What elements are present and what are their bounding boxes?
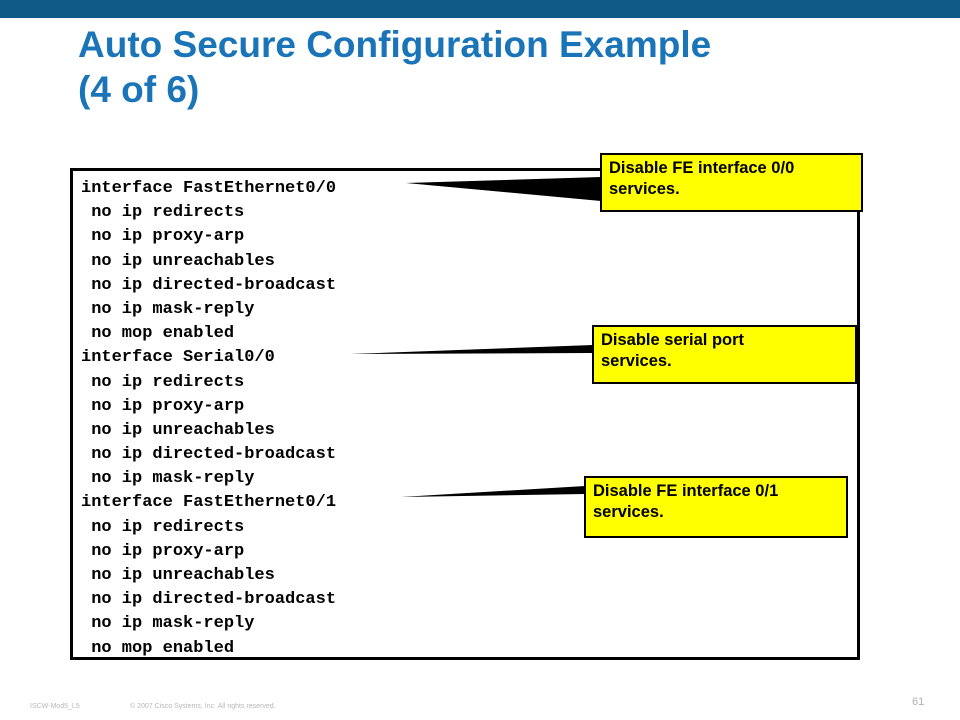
- callout-text-line: Disable serial port: [601, 331, 745, 349]
- code-line: no ip mask-reply: [81, 299, 255, 319]
- code-line: no mop enabled: [81, 638, 235, 658]
- code-line: no mop enabled: [81, 324, 235, 344]
- callout-text-line: services.: [593, 503, 664, 521]
- footer-course-id: ISCW-Mod5_L5: [30, 703, 80, 710]
- callout-text-line: services.: [609, 180, 680, 198]
- code-line: no ip directed-broadcast: [81, 590, 337, 610]
- code-line: interface FastEthernet0/1: [81, 493, 337, 513]
- code-line: no ip proxy-arp: [81, 541, 245, 561]
- slide-title: Auto Secure Configuration Example (4 of …: [78, 22, 898, 112]
- callout-text-line: Disable FE interface 0/0: [609, 159, 795, 177]
- code-line: no ip directed-broadcast: [81, 275, 337, 295]
- code-line: no ip unreachables: [81, 566, 275, 585]
- code-line: no ip redirects: [81, 517, 245, 537]
- code-line: no ip mask-reply: [81, 614, 255, 634]
- code-line: no ip redirects: [81, 203, 245, 223]
- callout-text-line: Disable FE interface 0/1: [593, 482, 779, 500]
- callout-fe-0-0: Disable FE interface 0/0 services.: [600, 153, 863, 212]
- code-line: no ip unreachables: [81, 420, 275, 440]
- callout-text-line: services.: [601, 352, 672, 370]
- code-line: no ip proxy-arp: [81, 227, 245, 247]
- code-line: no ip redirects: [81, 372, 245, 392]
- code-line: no ip unreachables: [81, 251, 275, 271]
- callout-fe-0-1: Disable FE interface 0/1 services.: [584, 476, 848, 538]
- code-line: interface Serial0/0: [81, 348, 275, 368]
- code-line: interface FastEthernet0/0: [81, 179, 337, 198]
- page-number: 61: [912, 696, 925, 708]
- callout-serial: Disable serial port services.: [592, 325, 857, 384]
- config-code-box: interface FastEthernet0/0 no ip redirect…: [70, 168, 860, 660]
- slide-title-line-1: Auto Secure Configuration Example: [78, 24, 712, 65]
- code-line: no ip proxy-arp: [81, 396, 245, 416]
- code-line: no ip directed-broadcast: [81, 445, 337, 465]
- code-line: no ip mask-reply: [81, 469, 255, 489]
- footer-copyright: © 2007 Cisco Systems, Inc. All rights re…: [130, 703, 276, 710]
- slide-title-line-2: (4 of 6): [78, 69, 200, 110]
- top-banner: [0, 0, 960, 18]
